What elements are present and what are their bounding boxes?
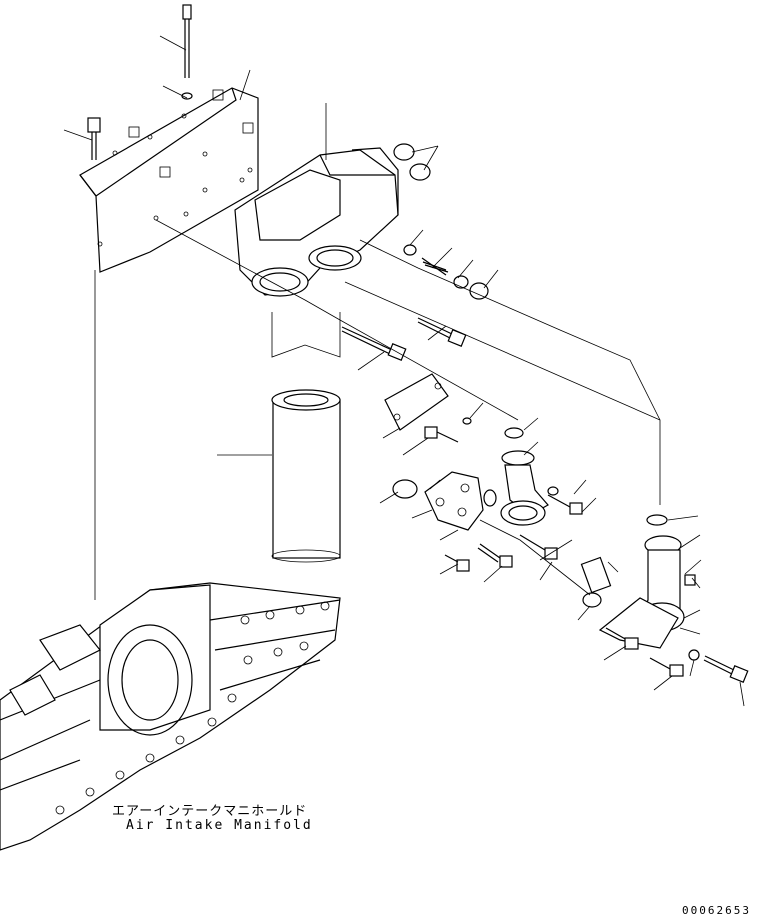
bolt-top (181, 4, 193, 100)
document-number: 00062653 (682, 904, 751, 917)
leader-lines (63, 35, 745, 707)
bracket-plate (79, 87, 259, 273)
elbow-pipe-2 (580, 514, 700, 661)
filter-cartridge (271, 389, 341, 563)
filter-head (234, 147, 399, 297)
pipe-bolts (605, 627, 749, 683)
head-bolts (341, 317, 467, 361)
bolt-left (87, 117, 101, 160)
air-intake-manifold (0, 582, 341, 851)
annotation-japanese: エアーインテークマニホールド (112, 804, 308, 819)
annotation-english: Air Intake Manifold (126, 818, 313, 833)
elbow-pipe-1 (500, 427, 549, 526)
relief-valve-parts (403, 244, 489, 300)
flange-block (392, 471, 497, 531)
tube-bracket (384, 373, 472, 443)
